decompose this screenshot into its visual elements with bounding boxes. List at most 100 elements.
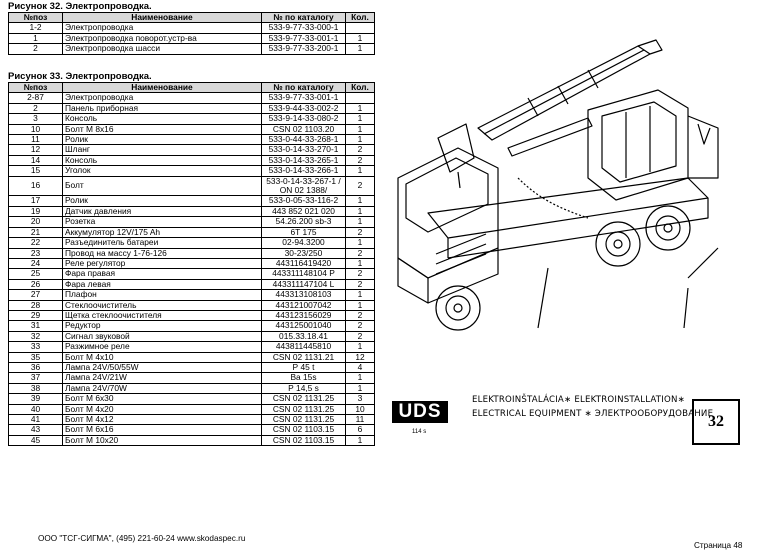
cell-qty: 2 bbox=[345, 247, 375, 259]
col-header-name: Наименование bbox=[62, 81, 262, 94]
cell-pos: 29 bbox=[8, 309, 63, 322]
cell-pos: 1 bbox=[8, 32, 63, 45]
title-line-2: ELECTRICAL EQUIPMENT ∗ ЭЛЕКТРООБОРУДОВАН… bbox=[472, 409, 714, 419]
cell-catalog: Р 45 t bbox=[261, 361, 346, 374]
cell-name: Плафон bbox=[62, 289, 262, 301]
figure-33-caption: Рисунок 33. Электропроводка. bbox=[8, 71, 152, 82]
cell-pos: 27 bbox=[8, 289, 63, 301]
cell-catalog: 533-9-44-33-002-2 bbox=[261, 102, 346, 115]
cell-name: Фара правая bbox=[62, 268, 262, 280]
cell-catalog: CSN 02 1103.15 bbox=[261, 434, 346, 447]
cell-pos: 39 bbox=[8, 393, 63, 405]
cell-name: Провод на массу 1-76-126 bbox=[62, 247, 262, 259]
cell-name: Болт М 4х10 bbox=[62, 351, 262, 363]
cell-pos: 45 bbox=[8, 434, 63, 447]
cell-name: Розетка bbox=[62, 216, 262, 228]
cell-qty: 2 bbox=[345, 309, 375, 322]
cell-name: Разжимное реле bbox=[62, 341, 262, 353]
cell-pos: 23 bbox=[8, 247, 63, 259]
cell-name: Электропроводка bbox=[62, 22, 262, 34]
cell-pos: 16 bbox=[8, 175, 63, 197]
cell-name: Ролик bbox=[62, 195, 262, 207]
cell-qty: 4 bbox=[345, 361, 375, 374]
cell-qty: 2 bbox=[345, 268, 375, 280]
cell-pos: 22 bbox=[8, 237, 63, 249]
cell-catalog: CSN 02 1103.20 bbox=[261, 123, 346, 136]
cell-pos: 35 bbox=[8, 351, 63, 363]
cell-name: Разъединитель батареи bbox=[62, 237, 262, 249]
cell-pos: 32 bbox=[8, 330, 63, 343]
cell-name: Сигнал звуковой bbox=[62, 330, 262, 343]
cell-catalog: 443123156029 bbox=[261, 309, 346, 322]
cell-catalog: 533-0-14-33-270-1 bbox=[261, 144, 346, 156]
cell-name: Аккумулятор 12V/175 Ah bbox=[62, 226, 262, 239]
col-header-name: Наименование bbox=[62, 11, 262, 24]
cell-pos: 17 bbox=[8, 195, 63, 207]
cell-name: Датчик давления bbox=[62, 205, 262, 218]
cell-pos: 12 bbox=[8, 144, 63, 156]
cell-qty: 1 bbox=[345, 113, 375, 125]
cell-pos: 37 bbox=[8, 372, 63, 384]
cell-catalog: 443311148104 Р bbox=[261, 268, 346, 280]
cell-qty: 1 bbox=[345, 205, 375, 218]
cell-qty: 2 bbox=[345, 154, 375, 167]
cell-name: Электропроводка bbox=[62, 92, 262, 104]
cell-qty: 1 bbox=[345, 382, 375, 395]
cell-catalog: 54.26.200 sb-3 bbox=[261, 216, 346, 228]
cell-qty: 6 bbox=[345, 424, 375, 436]
cell-catalog: CSN 02 1131.25 bbox=[261, 393, 346, 405]
cell-qty bbox=[345, 92, 375, 104]
cell-catalog: 443311147104 L bbox=[261, 278, 346, 291]
cell-qty: 2 bbox=[345, 226, 375, 239]
cell-pos: 36 bbox=[8, 361, 63, 374]
cell-name: Фара левая bbox=[62, 278, 262, 291]
cell-catalog: 533-0-14-33-267-1 / ON 02 1388/ bbox=[261, 175, 346, 197]
cell-pos: 21 bbox=[8, 226, 63, 239]
cell-catalog: 443121007042 bbox=[261, 299, 346, 311]
cell-qty: 2 bbox=[345, 144, 375, 156]
col-header-qty: Кол. bbox=[345, 81, 375, 94]
cell-name: Консоль bbox=[62, 154, 262, 167]
cell-qty: 10 bbox=[345, 403, 375, 416]
cell-name: Электропроводка шасси bbox=[62, 43, 262, 55]
cell-pos: 10 bbox=[8, 123, 63, 136]
cell-qty: 1 bbox=[345, 195, 375, 207]
cell-qty: 1 bbox=[345, 165, 375, 177]
cell-name: Болт М 10х20 bbox=[62, 434, 262, 447]
cell-pos: 24 bbox=[8, 257, 63, 270]
cell-catalog: 443313108103 bbox=[261, 289, 346, 301]
cell-pos: 2-87 bbox=[8, 92, 63, 104]
cell-pos: 19 bbox=[8, 205, 63, 218]
cell-pos: 28 bbox=[8, 299, 63, 311]
col-header-catalog: № по каталогу bbox=[261, 81, 346, 94]
cell-name: Редуктор bbox=[62, 320, 262, 332]
cell-catalog: 443116419420 bbox=[261, 257, 346, 270]
cell-qty: 2 bbox=[345, 278, 375, 291]
cell-catalog: 533-9-77-33-001-1 bbox=[261, 92, 346, 104]
cell-qty: 1 bbox=[345, 237, 375, 249]
cell-qty: 1 bbox=[345, 372, 375, 384]
cell-name: Щетка стеклоочистителя bbox=[62, 309, 262, 322]
cell-name: Лампа 24V/50/55W bbox=[62, 361, 262, 374]
cell-qty: 1 bbox=[345, 299, 375, 311]
cell-name: Электропроводка поворот.устр-ва bbox=[62, 32, 262, 45]
cell-name: Болт М 6х30 bbox=[62, 393, 262, 405]
cell-catalog: 533-9-77-33-200-1 bbox=[261, 43, 346, 55]
